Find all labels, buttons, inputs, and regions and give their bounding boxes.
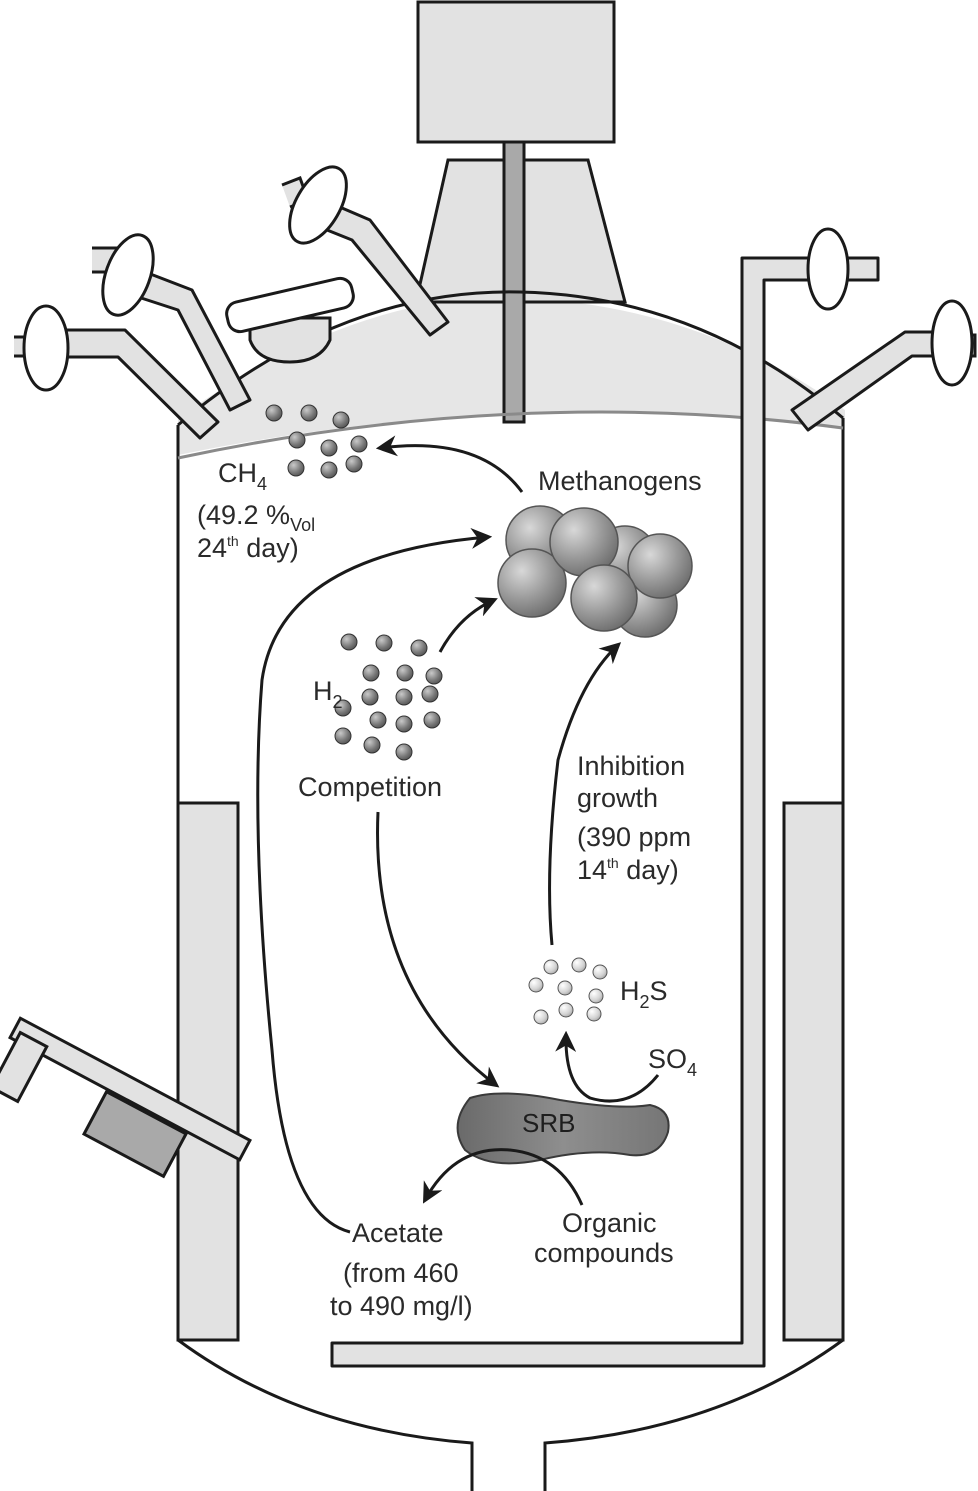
vessel-bottom-left — [177, 1338, 474, 1491]
arrow-so4-to-h2s — [555, 1030, 660, 1103]
arrow-acetate-to-methanogens — [256, 527, 493, 1234]
h2s-label: H2S — [620, 976, 668, 1012]
dip-tube — [330, 256, 880, 1368]
acetate-value-line2: to 490 mg/l) — [330, 1291, 473, 1321]
srb-bacteria — [456, 1092, 670, 1165]
baffle-left — [176, 801, 240, 1342]
inhibition-label-line1: Inhibition — [577, 751, 685, 781]
h2-molecules — [334, 633, 443, 761]
dip-tube-valve — [806, 227, 850, 311]
arrow-organic-to-acetate — [422, 1148, 584, 1206]
ch4-value-line2: 24th day) — [197, 533, 299, 563]
arrow-methanogens-to-ch4 — [375, 435, 524, 493]
ch4-label: CH4 — [218, 458, 267, 494]
arrow-competition-to-srb — [376, 811, 500, 1088]
acetate-label: Acetate — [352, 1218, 444, 1248]
h2s-value-line2: 14th day) — [577, 855, 679, 885]
port-left-2 — [92, 233, 252, 412]
h2s-value-line1: (390 ppm — [577, 822, 691, 852]
methanogens-cluster — [497, 505, 693, 638]
port-left-1 — [14, 304, 220, 440]
arrow-h2s-inhibition — [548, 642, 622, 946]
srb-label: SRB — [522, 1108, 575, 1138]
methanogens-label: Methanogens — [538, 466, 702, 496]
organic-label-line1: Organic — [562, 1208, 657, 1238]
port-right — [790, 299, 977, 432]
so4-label: SO4 — [648, 1044, 697, 1080]
side-sampling-port — [0, 1016, 252, 1179]
stirrer-motor-box — [416, 0, 616, 144]
competition-label: Competition — [298, 772, 442, 802]
port-left-3 — [281, 165, 450, 337]
h2s-molecules — [528, 957, 608, 1025]
ch4-value-line1: (49.2 %Vol — [197, 500, 315, 535]
vessel-bottom-right — [543, 1338, 844, 1491]
acetate-value-line1: (from 460 — [343, 1258, 459, 1288]
inhibition-label-line2: growth — [577, 783, 658, 813]
organic-label-line2: compounds — [534, 1238, 674, 1268]
stirrer-shaft — [502, 140, 526, 424]
h2-label: H2 — [313, 676, 343, 712]
ch4-molecules — [265, 404, 368, 479]
baffle-right — [782, 801, 845, 1342]
inspection-port — [225, 276, 355, 364]
arrow-h2-to-methanogens — [438, 597, 498, 653]
